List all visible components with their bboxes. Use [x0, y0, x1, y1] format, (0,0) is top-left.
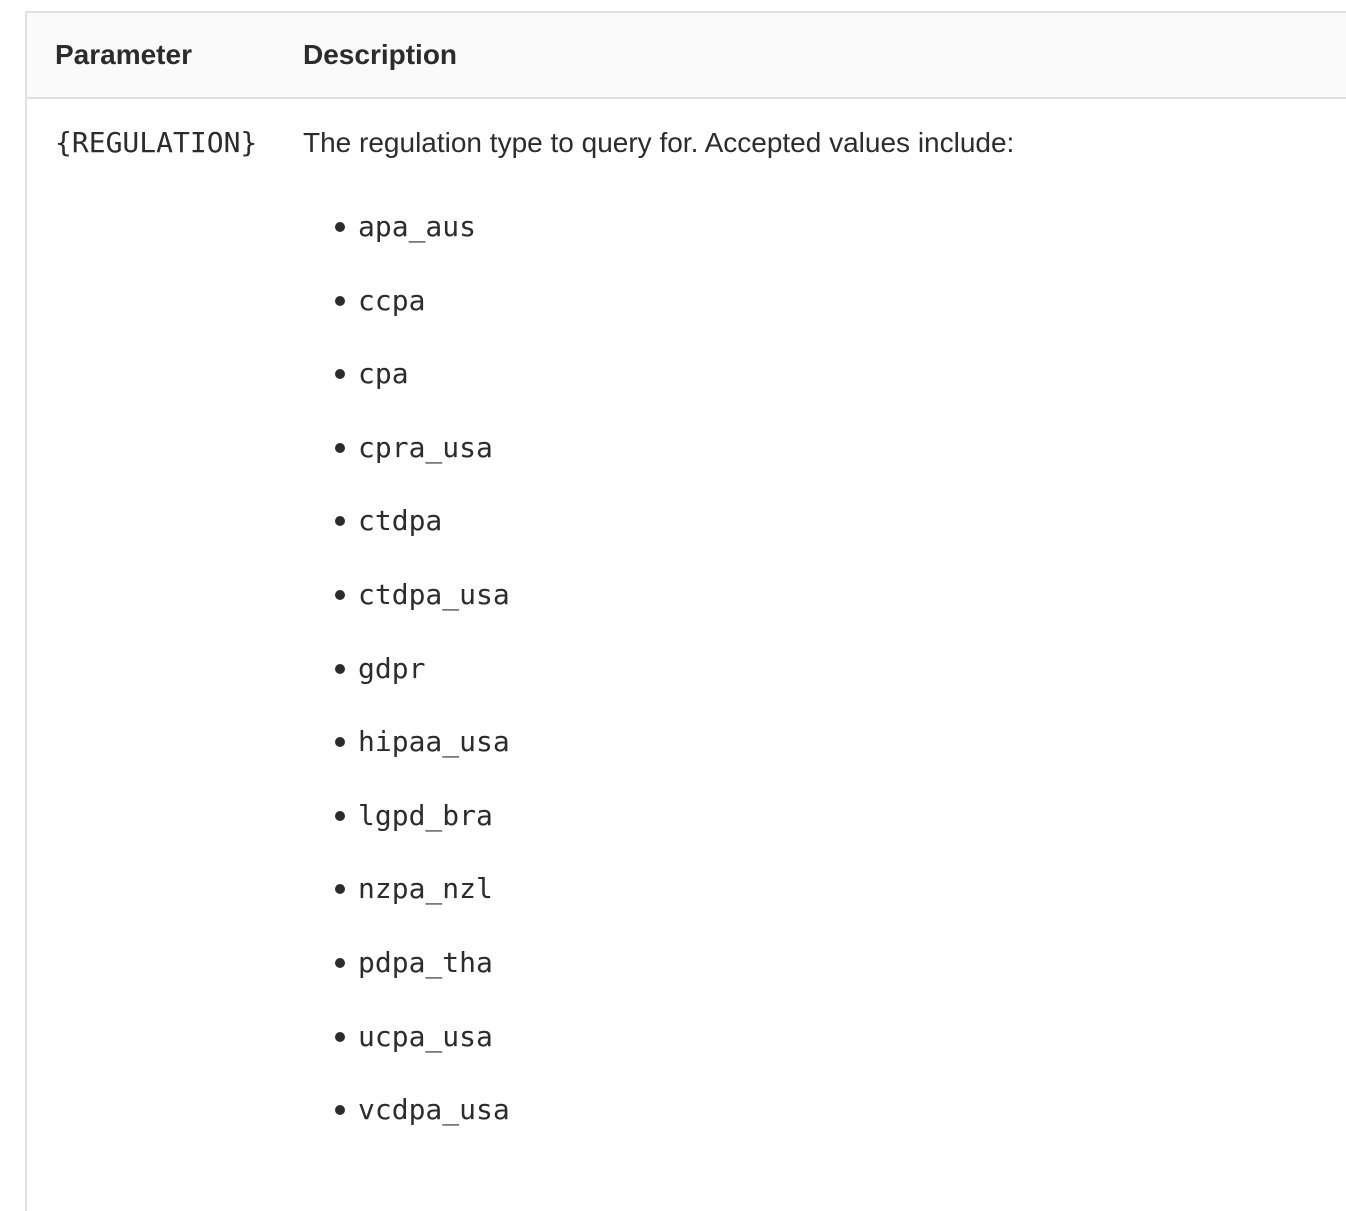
list-item: vcdpa_usa [335, 1089, 1306, 1131]
list-item: cpra_usa [335, 427, 1306, 469]
parameters-table: Parameter Description {REGULATION} The r… [25, 11, 1346, 1211]
list-item: nzpa_nzl [335, 868, 1306, 910]
column-header-description: Description [303, 13, 1346, 99]
list-item: apa_aus [335, 206, 1306, 248]
list-item: cpa [335, 353, 1306, 395]
list-item: lgpd_bra [335, 795, 1306, 837]
list-item: hipaa_usa [335, 721, 1306, 763]
parameter-cell: {REGULATION} [27, 99, 303, 1211]
description-cell: The regulation type to query for. Accept… [303, 99, 1346, 1211]
description-intro-text: The regulation type to query for. Accept… [303, 127, 1015, 158]
list-item: pdpa_tha [335, 942, 1306, 984]
list-item: ctdpa_usa [335, 574, 1306, 616]
list-item: ucpa_usa [335, 1016, 1306, 1058]
column-header-parameter: Parameter [27, 13, 303, 99]
list-item: gdpr [335, 648, 1306, 690]
table-header-row: Parameter Description [27, 13, 1346, 99]
table-row: {REGULATION} The regulation type to quer… [27, 99, 1346, 1211]
list-item: ccpa [335, 280, 1306, 322]
list-item: ctdpa [335, 500, 1306, 542]
